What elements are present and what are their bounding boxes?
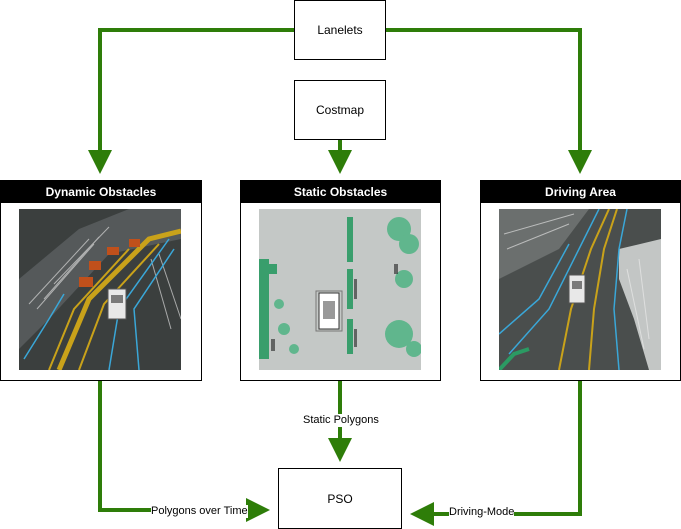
dynamic-obstacles-header: Dynamic Obstacles	[1, 181, 201, 203]
static-obstacles-panel[interactable]: Static Obstacles	[240, 180, 441, 381]
arrow-dynamic-to-pso	[98, 381, 270, 522]
static-obstacles-title: Static Obstacles	[293, 185, 388, 199]
dynamic-obstacles-panel[interactable]: Dynamic Obstacles	[0, 180, 202, 381]
driving-area-image	[499, 209, 661, 370]
polygons-over-time-label: Polygons over Time	[151, 505, 248, 518]
costmap-label: Costmap	[315, 103, 365, 117]
arrow-lanelets-to-dynamic	[88, 28, 294, 174]
costmap-node[interactable]: Costmap	[294, 80, 386, 140]
driving-area-panel[interactable]: Driving Area	[480, 180, 681, 381]
static-polygons-label: Static Polygons	[303, 414, 379, 427]
lanelets-label: Lanelets	[317, 23, 363, 37]
lanelets-node[interactable]: Lanelets	[294, 0, 386, 60]
driving-mode-label: Driving-Mode	[449, 506, 515, 519]
driving-area-title: Driving Area	[545, 185, 616, 199]
driving-area-header: Driving Area	[481, 181, 680, 203]
pso-node[interactable]: PSO	[278, 468, 402, 529]
pso-label: PSO	[327, 491, 353, 506]
arrow-lanelets-to-driving	[386, 28, 592, 174]
static-obstacles-header: Static Obstacles	[241, 181, 440, 203]
dynamic-obstacles-title: Dynamic Obstacles	[45, 185, 157, 199]
static-obstacles-image	[259, 209, 421, 370]
dynamic-obstacles-image	[19, 209, 181, 370]
arrow-driving-to-pso	[410, 381, 582, 526]
